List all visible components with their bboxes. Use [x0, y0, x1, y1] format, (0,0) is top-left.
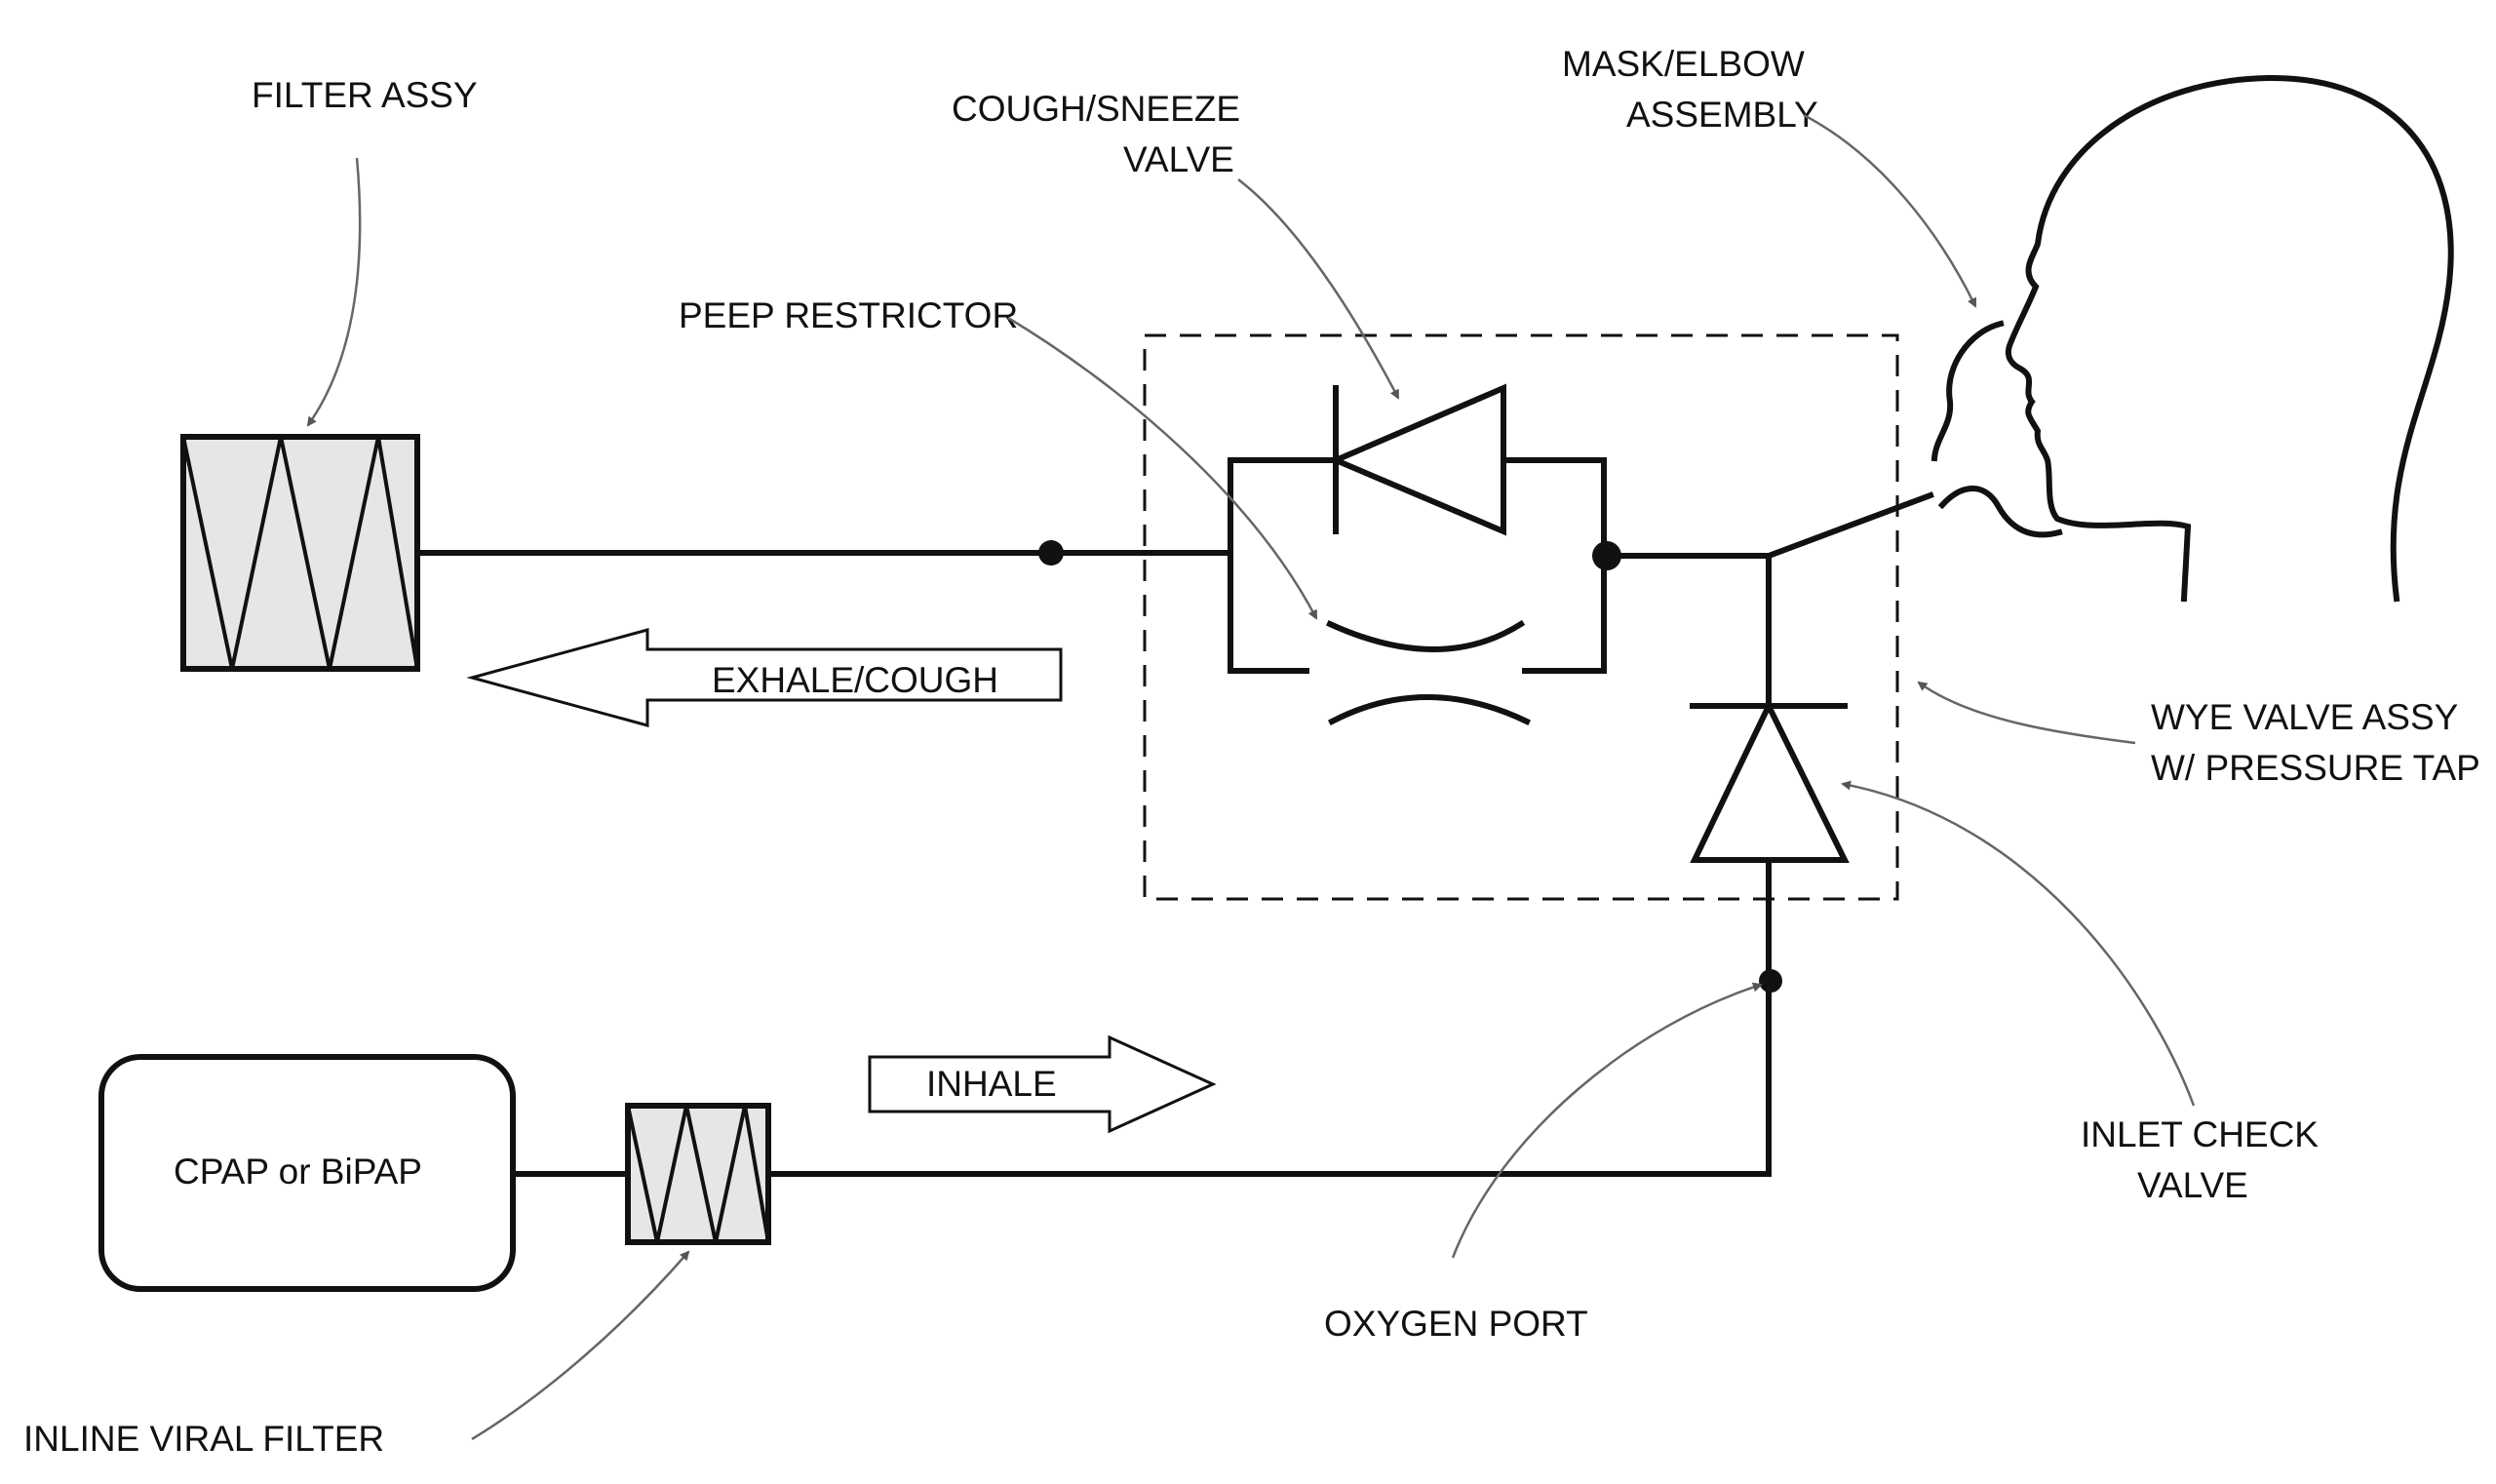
- filter-assy-label: FILTER ASSY: [252, 75, 478, 115]
- inlet-check-valve-leader: [1841, 780, 2196, 1107]
- mask-elbow-label-line1: MASK/ELBOW: [1562, 44, 1805, 84]
- exhale-cough-arrow: EXHALE/COUGH: [466, 628, 1063, 727]
- mask-elbow-leader: [1803, 113, 1977, 308]
- inline-viral-filter-leader: [471, 1250, 690, 1441]
- wye-valve-label-line2: W/ PRESSURE TAP: [2151, 748, 2480, 788]
- cough-sneeze-valve-leader: [1237, 178, 1400, 400]
- cough-sneeze-valve-label-line2: VALVE: [1123, 139, 1234, 179]
- cpap-bipap-label: CPAP or BiPAP: [174, 1152, 422, 1191]
- inhale-label: INHALE: [926, 1064, 1057, 1104]
- mask-elbow-assembly: [1930, 320, 2063, 538]
- exhale-cough-label: EXHALE/COUGH: [712, 660, 998, 700]
- inhale-line: [765, 978, 1772, 1177]
- inlet-check-valve-label-line1: INLET CHECK: [2081, 1114, 2319, 1154]
- filter-assy-leader: [306, 157, 362, 427]
- inline-viral-filter: [625, 1103, 771, 1245]
- peep-restrictor-label: PEEP RESTRICTOR: [679, 295, 1018, 335]
- mask-connection-line: [1765, 491, 1934, 560]
- wye-valve-assembly-box: [1143, 333, 1899, 901]
- inline-viral-filter-label: INLINE VIRAL FILTER: [23, 1419, 384, 1459]
- inhale-arrow: INHALE: [868, 1035, 1217, 1134]
- inlet-check-valve-label-line2: VALVE: [2137, 1165, 2248, 1205]
- wye-valve-leader: [1917, 681, 2136, 745]
- mask-elbow-label-line2: ASSEMBLY: [1626, 95, 1818, 135]
- filter-assy: [180, 434, 420, 672]
- wye-valve-label-line1: WYE VALVE ASSY: [2151, 697, 2458, 737]
- peep-restrictor: [1228, 550, 1607, 726]
- head-profile: [2005, 74, 2454, 603]
- oxygen-port-leader: [1451, 982, 1763, 1259]
- cough-sneeze-valve-label-line1: COUGH/SNEEZE: [952, 89, 1240, 129]
- exhale-line-junction: [1038, 540, 1064, 566]
- cough-sneeze-valve: [1228, 383, 1607, 556]
- peep-restrictor-leader: [1007, 316, 1318, 620]
- cpap-bipap-unit: CPAP or BiPAP: [98, 1054, 516, 1292]
- oxygen-port-label: OXYGEN PORT: [1324, 1304, 1588, 1344]
